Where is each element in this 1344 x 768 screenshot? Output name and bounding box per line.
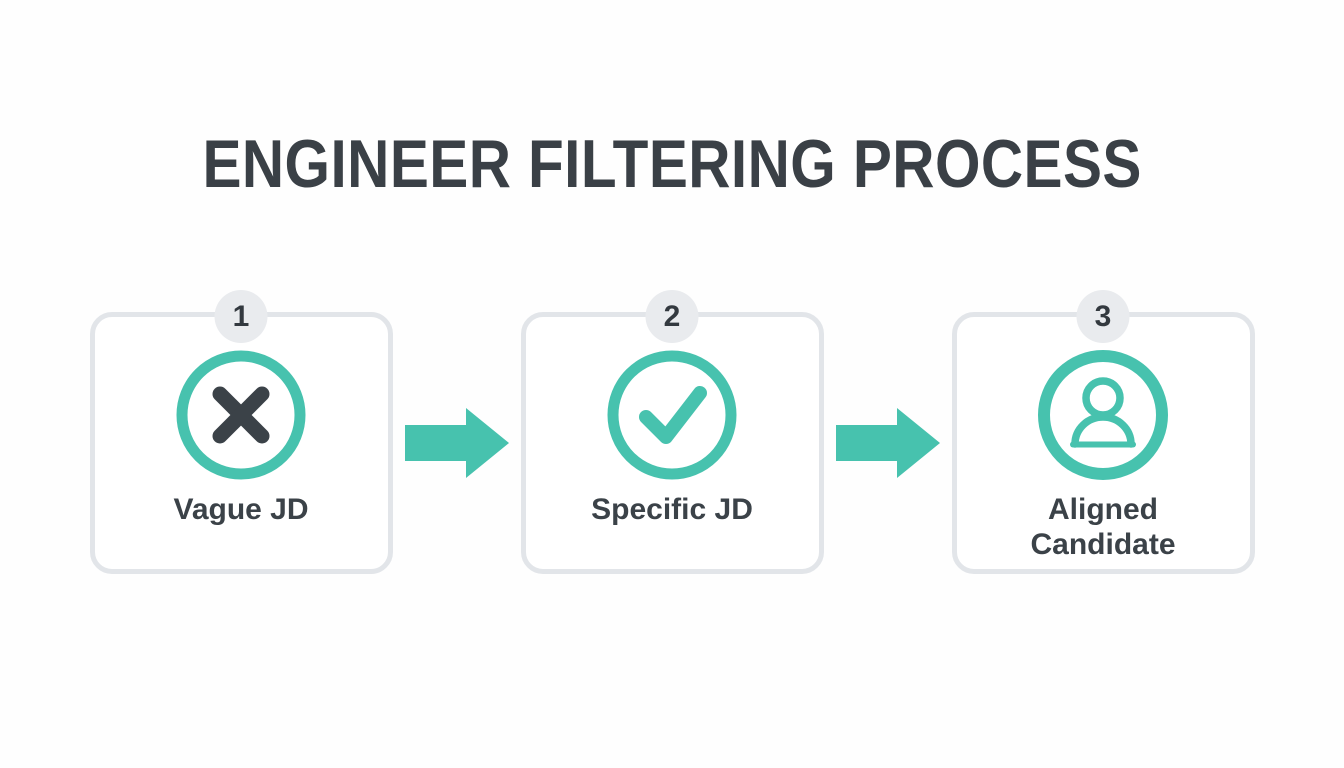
arrow-right-icon bbox=[404, 408, 509, 478]
connector-1 bbox=[393, 312, 521, 574]
step-card-specific-jd: 2 Specific JD bbox=[520, 290, 824, 574]
step-number-badge: 3 bbox=[1076, 290, 1130, 343]
step-label: Aligned Candidate bbox=[1030, 493, 1176, 561]
arrow-right-icon bbox=[835, 408, 940, 478]
step-number-badge: 1 bbox=[214, 290, 268, 343]
check-circle-icon bbox=[607, 350, 737, 480]
connector-2 bbox=[824, 312, 952, 574]
step-card-aligned-candidate: 3 Aligned Candidate bbox=[951, 290, 1255, 574]
page-title: ENGINEER FILTERING PROCESS bbox=[0, 130, 1344, 198]
step-label: Vague JD bbox=[173, 493, 309, 526]
step-card-vague-jd: 1 Vague JD bbox=[89, 290, 393, 574]
person-circle-icon bbox=[1038, 350, 1168, 480]
step-number-badge: 2 bbox=[645, 290, 699, 343]
x-circle-icon bbox=[176, 350, 306, 480]
step-label: Specific JD bbox=[591, 493, 753, 526]
page-title-text: ENGINEER FILTERING PROCESS bbox=[202, 126, 1142, 202]
process-steps-row: 1 Vague JD 2 Specific JD bbox=[0, 290, 1344, 574]
